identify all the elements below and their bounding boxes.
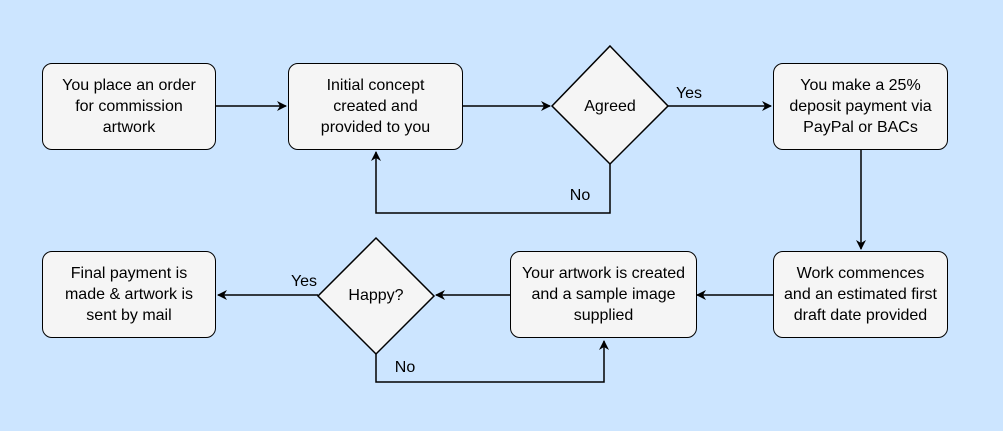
edge-label-happy-yes: Yes <box>290 273 318 290</box>
decision-happy-label: Happy? <box>348 287 404 304</box>
node-artwork-created: Your artwork is created and a sample ima… <box>510 251 697 338</box>
node-place-order: You place an order for commission artwor… <box>42 63 216 150</box>
node-deposit-payment: You make a 25% deposit payment via PayPa… <box>773 63 948 150</box>
arrow-happy-no-to-artwork <box>375 340 609 383</box>
node-work-commences: Work commences and an estimated first dr… <box>773 251 948 338</box>
edge-label-agreed-yes: Yes <box>675 85 703 102</box>
edge-label-agreed-no: No <box>569 187 591 204</box>
node-final-payment: Final payment is made & artwork is sent … <box>42 251 216 338</box>
node-initial-concept: Initial concept created and provided to … <box>288 63 463 150</box>
decision-agreed-label: Agreed <box>584 98 636 115</box>
arrow-agreed-no-to-concept <box>371 151 611 214</box>
edge-label-happy-no: No <box>394 359 416 376</box>
